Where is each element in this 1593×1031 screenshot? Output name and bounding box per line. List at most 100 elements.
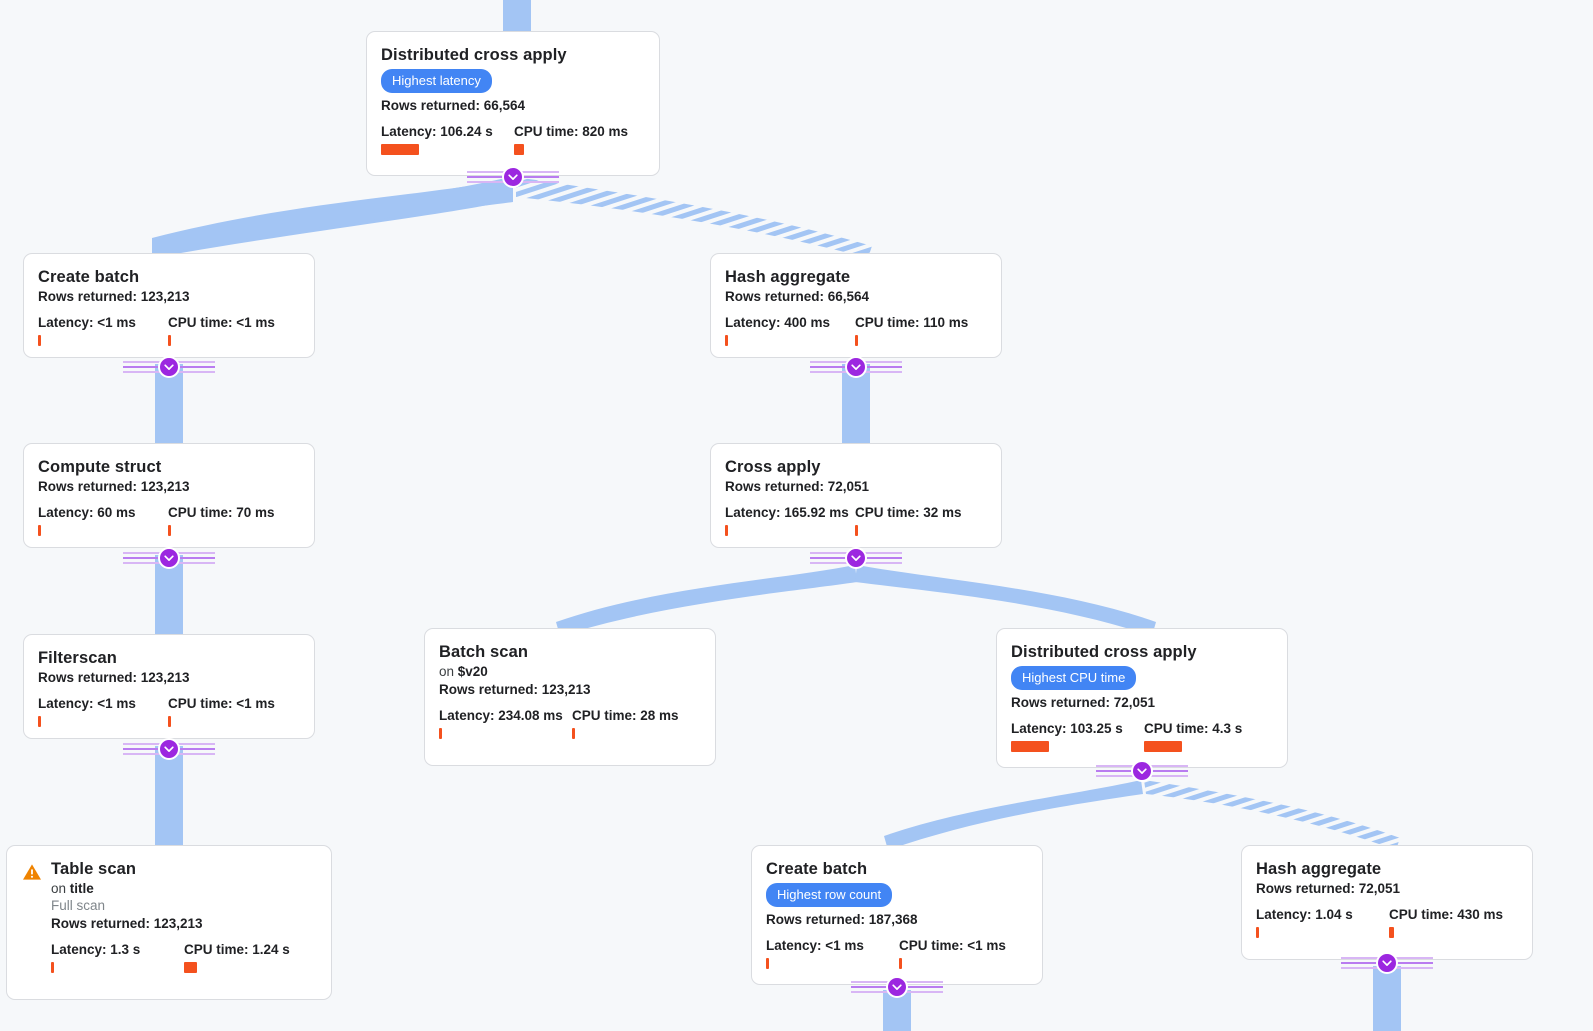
plan-node-cross-apply[interactable]: Cross apply Rows returned: 72,051 Latenc… [710, 443, 1002, 548]
collapse-toggle-distributed-cross-apply-lower[interactable] [1096, 760, 1188, 782]
node-metrics: Latency: 60 ms CPU time: 70 ms [38, 505, 300, 536]
chevron-down-icon[interactable] [158, 547, 180, 569]
collapse-toggle-cross-apply[interactable] [810, 547, 902, 569]
plan-node-distributed-cross-apply-lower[interactable]: Distributed cross apply Highest CPU time… [996, 628, 1288, 768]
plan-node-create-batch-lower[interactable]: Create batch Highest row count Rows retu… [751, 845, 1043, 985]
node-metrics: Latency: <1 ms CPU time: <1 ms [38, 315, 300, 346]
node-title: Filterscan [38, 649, 117, 667]
edge-dca-to-create-batch [884, 780, 1143, 850]
cpu-label: CPU time: 1.24 s [184, 942, 290, 957]
edge-filterscan-to-table-scan [155, 746, 183, 846]
node-rows-returned: Rows returned: 72,051 [1011, 695, 1156, 710]
status-badge-highest-cpu-time: Highest CPU time [1011, 666, 1137, 690]
plan-node-batch-scan[interactable]: Batch scan on $v20 Rows returned: 123,21… [424, 628, 716, 766]
chevron-down-icon[interactable] [158, 738, 180, 760]
collapse-toggle-hash-aggregate-lower[interactable] [1341, 952, 1433, 974]
cpu-metric: CPU time: <1 ms [168, 696, 275, 727]
latency-metric: Latency: <1 ms [38, 315, 168, 346]
collapse-toggle-root[interactable] [467, 166, 559, 188]
edge-root-to-create-batch-fill [152, 176, 513, 256]
edge-into-root [503, 0, 531, 32]
latency-metric: Latency: 1.3 s [51, 942, 184, 973]
cpu-metric: CPU time: 430 ms [1389, 907, 1503, 938]
collapse-toggle-filterscan[interactable] [123, 738, 215, 760]
cpu-bar [168, 716, 171, 727]
latency-bar [725, 335, 728, 346]
collapse-toggle-create-batch-left[interactable] [123, 356, 215, 378]
node-metrics: Latency: 106.24 s CPU time: 820 ms [381, 124, 645, 155]
latency-label: Latency: 1.04 s [1256, 907, 1353, 922]
cpu-bar [899, 958, 902, 969]
cpu-label: CPU time: <1 ms [168, 696, 275, 711]
cpu-label: CPU time: <1 ms [899, 938, 1006, 953]
node-title: Table scan [51, 860, 137, 878]
node-rows-returned: Rows returned: 187,368 [766, 912, 918, 927]
status-badge-highest-row-count: Highest row count [766, 883, 893, 907]
latency-bar [38, 525, 41, 536]
cpu-bar [572, 728, 575, 739]
cpu-label: CPU time: 4.3 s [1144, 721, 1243, 736]
cpu-bar [855, 525, 858, 536]
latency-metric: Latency: <1 ms [38, 696, 168, 727]
edge-cross-apply-to-distributed-cross-apply [855, 565, 1156, 636]
latency-label: Latency: 106.24 s [381, 124, 493, 139]
chevron-down-icon[interactable] [886, 976, 908, 998]
latency-bar [439, 728, 442, 739]
cpu-metric: CPU time: <1 ms [899, 938, 1006, 969]
collapse-toggle-hash-aggregate-upper[interactable] [810, 356, 902, 378]
node-subtitle-on: on $v20 [439, 664, 488, 679]
latency-metric: Latency: 165.92 ms [725, 505, 855, 536]
plan-node-filterscan[interactable]: Filterscan Rows returned: 123,213 Latenc… [23, 634, 315, 739]
latency-label: Latency: 1.3 s [51, 942, 141, 957]
cpu-label: CPU time: 70 ms [168, 505, 275, 520]
node-metrics: Latency: 400 ms CPU time: 110 ms [725, 315, 987, 346]
cpu-metric: CPU time: 820 ms [514, 124, 628, 155]
cpu-metric: CPU time: 110 ms [855, 315, 968, 346]
latency-bar [38, 716, 41, 727]
plan-node-hash-aggregate-lower[interactable]: Hash aggregate Rows returned: 72,051 Lat… [1241, 845, 1533, 960]
chevron-down-icon[interactable] [1131, 760, 1153, 782]
latency-metric: Latency: 60 ms [38, 505, 168, 536]
cpu-bar [1389, 927, 1394, 938]
chevron-down-icon[interactable] [1376, 952, 1398, 974]
cpu-metric: CPU time: 32 ms [855, 505, 962, 536]
node-subtitle-scan-type: Full scan [51, 898, 106, 913]
chevron-down-icon[interactable] [845, 547, 867, 569]
cpu-label: CPU time: 820 ms [514, 124, 629, 139]
latency-bar [725, 525, 728, 536]
latency-label: Latency: 165.92 ms [725, 505, 849, 520]
warning-triangle-icon [22, 862, 42, 882]
node-subtitle-on: on title [51, 881, 94, 896]
chevron-down-icon[interactable] [845, 356, 867, 378]
plan-node-distributed-cross-apply-root[interactable]: Distributed cross apply Highest latency … [366, 31, 660, 176]
node-title: Hash aggregate [725, 268, 851, 286]
latency-bar [1011, 741, 1049, 752]
cpu-bar [514, 144, 524, 155]
collapse-toggle-create-batch-lower[interactable] [851, 976, 943, 998]
latency-label: Latency: 400 ms [725, 315, 831, 330]
chevron-down-icon[interactable] [158, 356, 180, 378]
cpu-label: CPU time: <1 ms [168, 315, 275, 330]
collapse-toggle-compute-struct[interactable] [123, 547, 215, 569]
chevron-down-icon[interactable] [502, 166, 524, 188]
cpu-metric: CPU time: <1 ms [168, 315, 275, 346]
latency-metric: Latency: 103.25 s [1011, 721, 1144, 752]
node-metrics: Latency: 234.08 ms CPU time: 28 ms [439, 708, 701, 739]
node-rows-returned: Rows returned: 72,051 [1256, 881, 1401, 896]
cpu-label: CPU time: 110 ms [855, 315, 969, 330]
plan-node-create-batch-left[interactable]: Create batch Rows returned: 123,213 Late… [23, 253, 315, 358]
node-metrics: Latency: <1 ms CPU time: <1 ms [766, 938, 1028, 969]
edge-out-hash-aggregate-lower [1373, 966, 1401, 1031]
latency-label: Latency: 234.08 ms [439, 708, 563, 723]
plan-node-hash-aggregate-upper[interactable]: Hash aggregate Rows returned: 66,564 Lat… [710, 253, 1002, 358]
status-badge-highest-latency: Highest latency [381, 69, 492, 93]
latency-label: Latency: 103.25 s [1011, 721, 1123, 736]
latency-metric: Latency: 234.08 ms [439, 708, 572, 739]
edge-cross-apply-to-batch-scan [556, 565, 857, 636]
cpu-label: CPU time: 430 ms [1389, 907, 1504, 922]
plan-node-compute-struct[interactable]: Compute struct Rows returned: 123,213 La… [23, 443, 315, 548]
latency-bar [51, 962, 54, 973]
plan-node-table-scan[interactable]: Table scan on title Full scan Rows retur… [6, 845, 332, 1000]
node-metrics: Latency: 1.3 s CPU time: 1.24 s [51, 942, 317, 973]
